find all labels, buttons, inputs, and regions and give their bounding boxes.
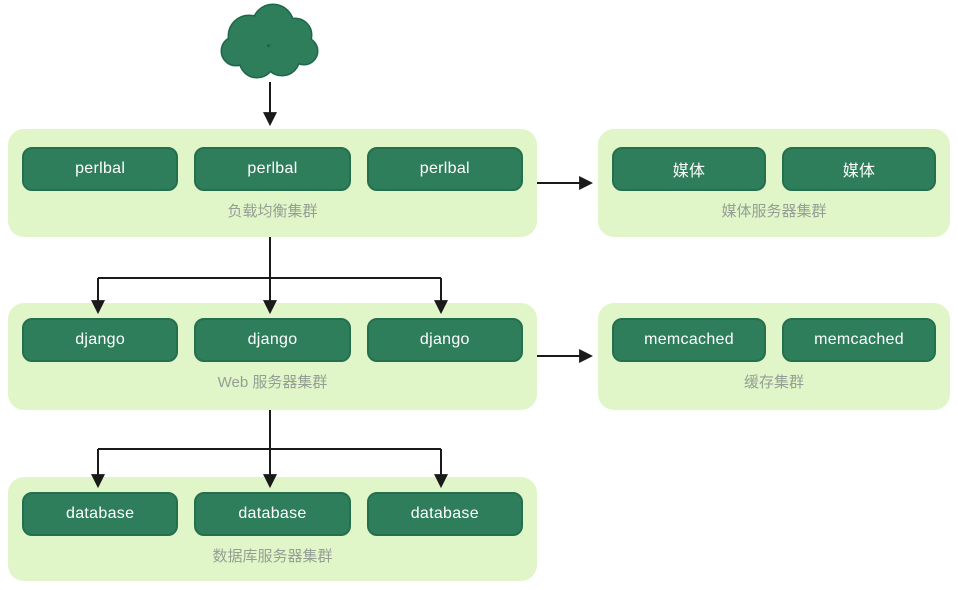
cache-nodes: memcached memcached: [598, 303, 950, 362]
database-nodes: database database database: [8, 477, 537, 536]
web-server-nodes: django django django: [8, 303, 537, 362]
perlbal-node: perlbal: [22, 147, 179, 191]
database-cluster-label: 数据库服务器集群: [212, 548, 333, 565]
database-node: database: [194, 492, 351, 536]
cache-cluster: memcached memcached 缓存集群: [598, 303, 950, 410]
media-server-cluster: 媒体 媒体 媒体服务器集群: [598, 129, 950, 237]
django-node: django: [194, 318, 351, 362]
media-server-nodes: 媒体 媒体: [598, 129, 950, 191]
web-server-cluster-label: Web 服务器集群: [217, 374, 328, 391]
memcached-node: memcached: [612, 318, 766, 362]
load-balancer-nodes: perlbal perlbal perlbal: [8, 129, 537, 191]
cache-cluster-label: 缓存集群: [743, 374, 804, 391]
web-server-cluster: django django django Web 服务器集群: [8, 303, 537, 410]
database-node: database: [366, 492, 523, 536]
media-server-cluster-label: 媒体服务器集群: [721, 203, 827, 220]
memcached-node: memcached: [782, 318, 936, 362]
media-node: 媒体: [612, 147, 766, 191]
load-balancer-cluster: perlbal perlbal perlbal 负载均衡集群: [8, 129, 537, 237]
load-balancer-cluster-label: 负载均衡集群: [227, 203, 318, 220]
media-node: 媒体: [782, 147, 936, 191]
internet-cloud-icon: [220, 3, 319, 79]
perlbal-node: perlbal: [366, 147, 523, 191]
database-node: database: [22, 492, 179, 536]
perlbal-node: perlbal: [194, 147, 351, 191]
django-node: django: [22, 318, 179, 362]
django-node: django: [366, 318, 523, 362]
database-cluster: database database database 数据库服务器集群: [8, 477, 537, 581]
